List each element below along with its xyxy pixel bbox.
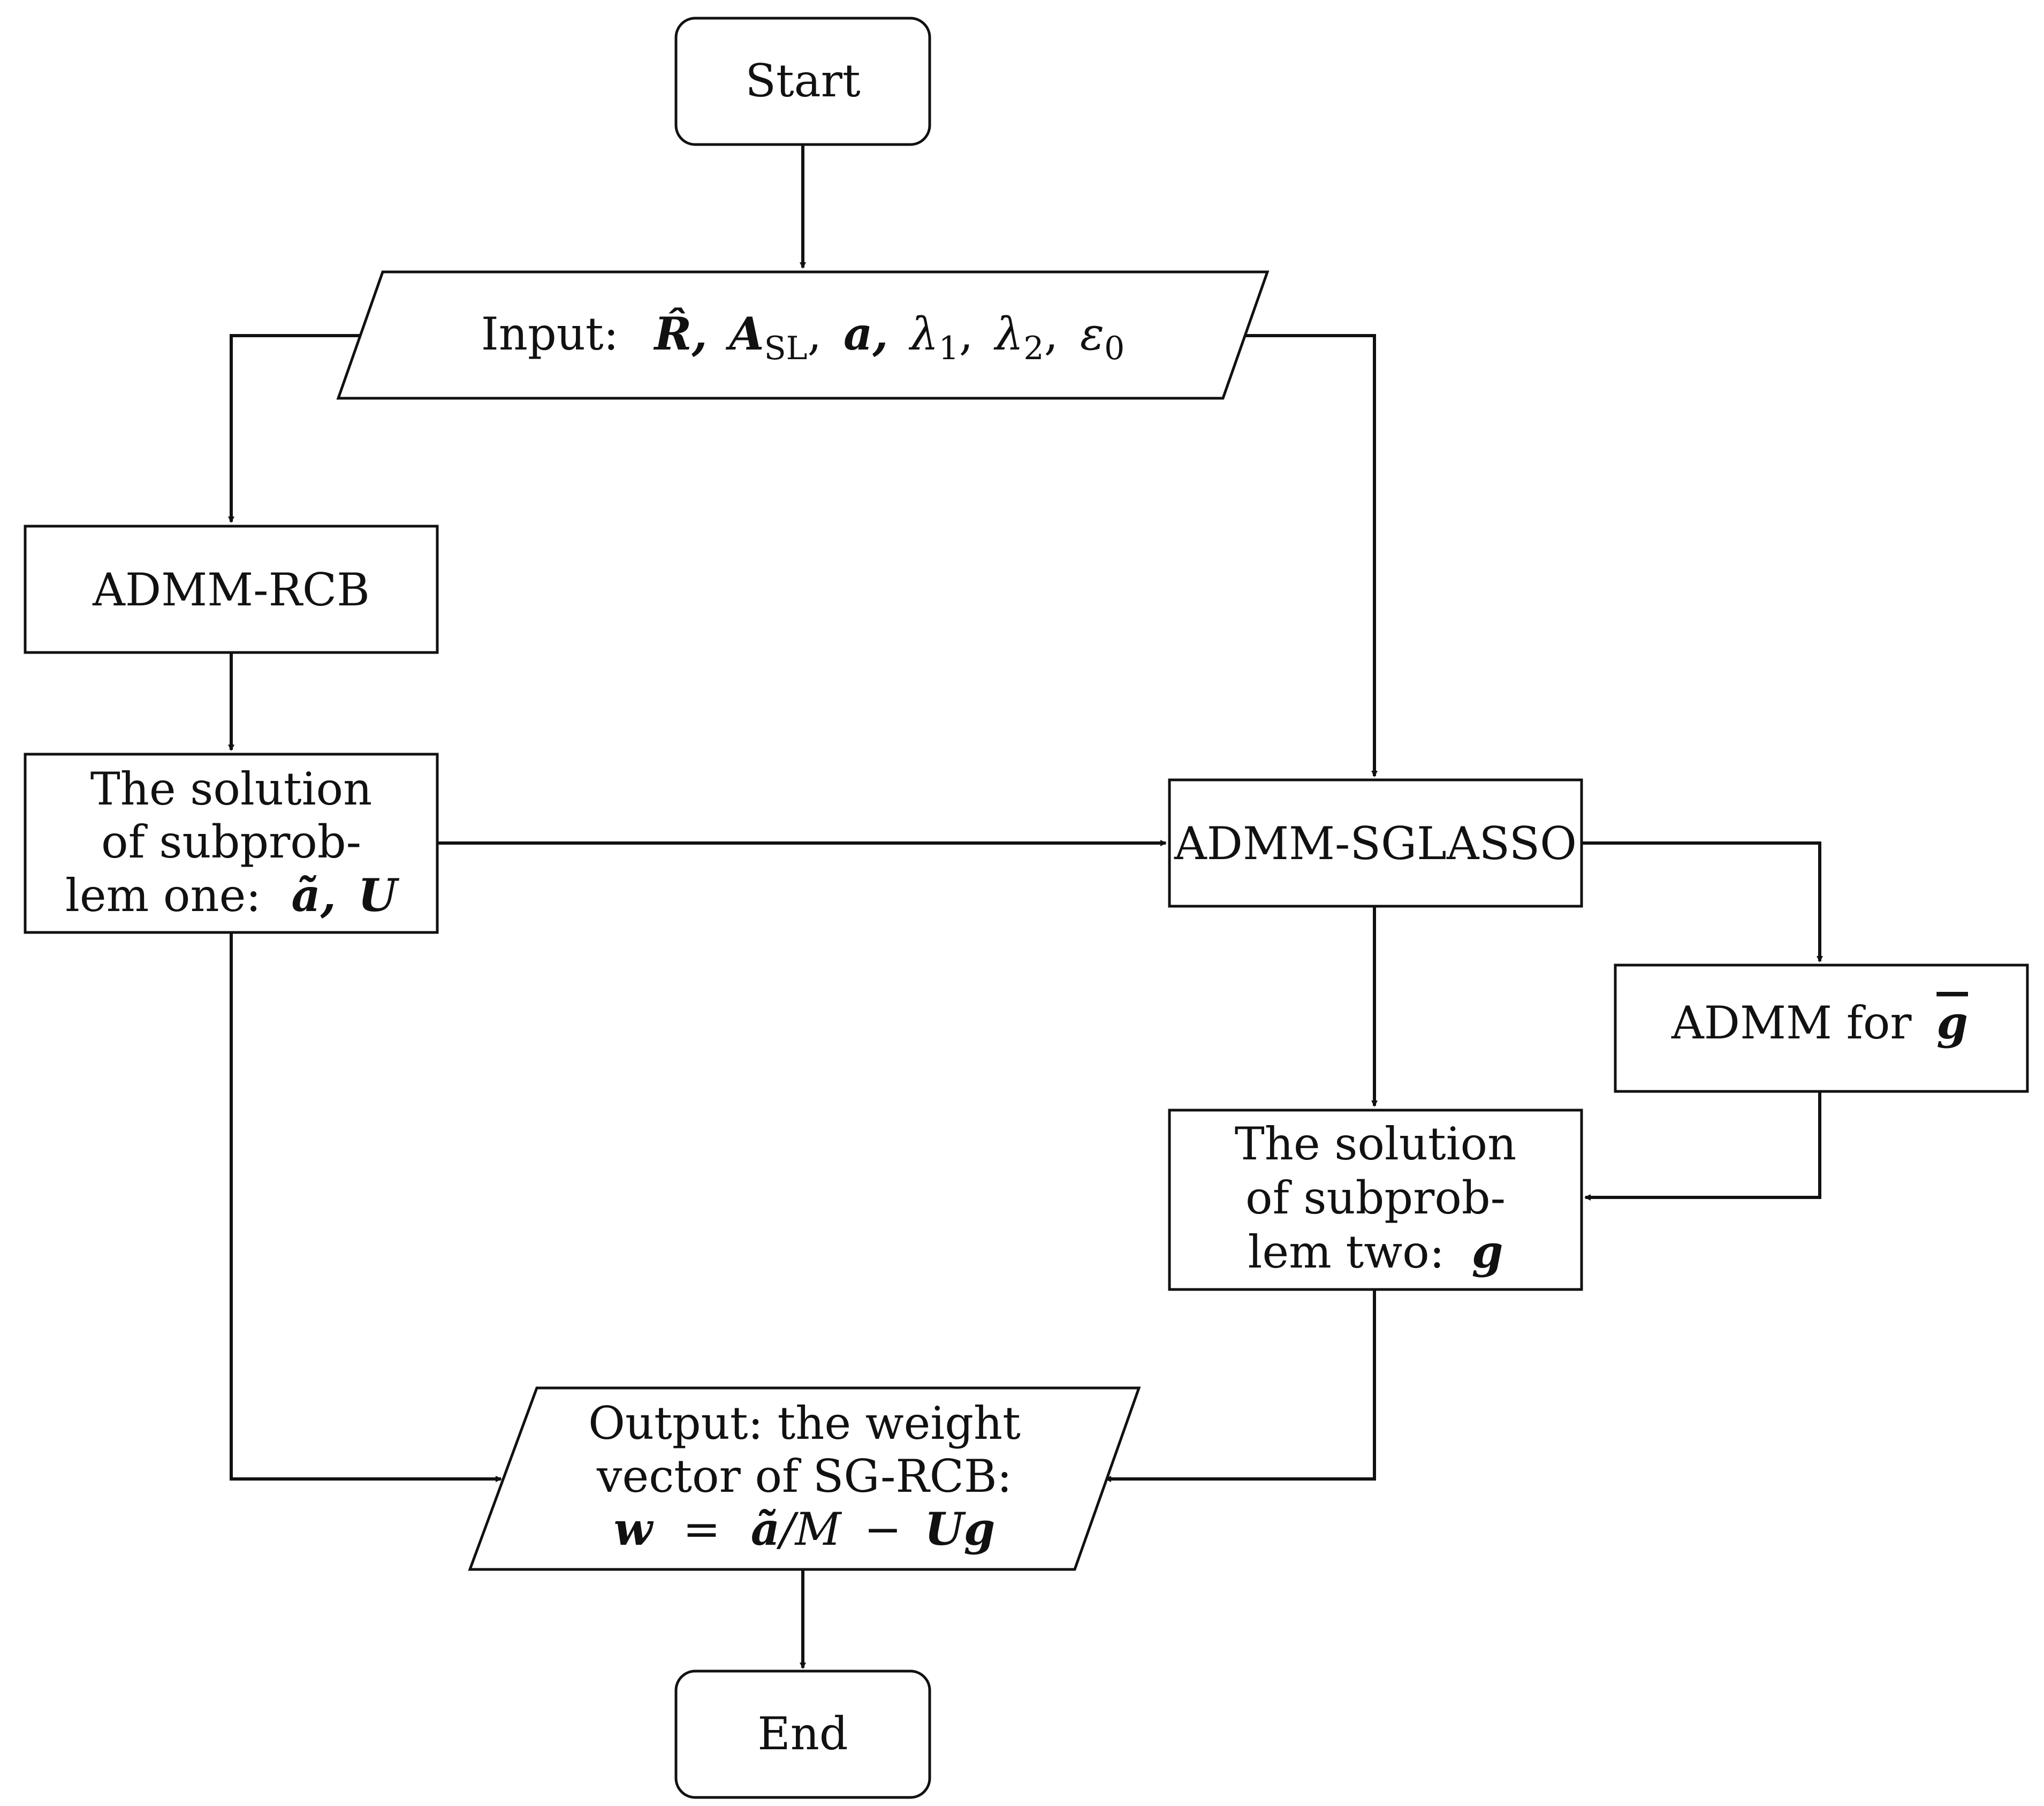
output-ug: Ug [924,1503,995,1555]
edge-input-to-admm-rcb [228,334,360,523]
sub-one-line1: The solution [90,763,372,815]
admm-gbar-node: ADMM for g [1614,963,2029,1093]
input-lambda1: λ [908,308,938,360]
input-a-sl-sub: SL [764,330,808,367]
output-a-tilde: ã [751,1503,780,1555]
sub-two-g: g [1472,1225,1503,1278]
edge-input-to-admm-sglasso [1243,334,1378,777]
input-a-sl: A [725,307,764,360]
end-node: End [674,1670,931,1799]
sub-one-u: U [358,869,400,922]
input-lambda2: λ [993,308,1023,360]
output-line2: vector of SG-RCB: [596,1450,1012,1503]
admm-sglasso-node: ADMM-SGLASSO [1168,778,1583,908]
output-node: Output: the weight vector of SG-RCB: w =… [468,1386,1141,1571]
start-node: Start [674,17,931,146]
edge-sub-two-to-output [1105,1289,1376,1482]
output-formula: w = ã/M − Ug [614,1503,996,1555]
input-eps0: ε [1080,308,1104,360]
admm-sglasso-label: ADMM-SGLASSO [1174,817,1577,870]
sub-one-a-tilde: ã [291,869,320,922]
end-label: End [757,1708,848,1760]
edges [228,145,1823,1669]
output-line1: Output: the weight [588,1397,1021,1450]
edge-admm-sglasso-to-admm-gbar [1583,841,1823,962]
start-label: Start [745,55,861,107]
admm-rcb-node: ADMM-RCB [24,525,439,654]
output-w: w [614,1503,654,1555]
sub-one-line2: of subprob- [101,816,361,868]
sub-two-line1: The solution [1235,1118,1516,1170]
input-label: Input: [481,308,619,360]
input-node: Input: R̂, ASL, a, λ1, λ2, ε0 [336,270,1270,400]
input-text: Input: R̂, ASL, a, λ1, λ2, ε0 [481,307,1125,367]
input-a-vec: a [844,307,872,360]
sub-one-line3: lem one: ã, U [65,869,400,922]
edge-sub-one-to-output [230,932,502,1482]
admm-gbar-text: ADMM for g [1671,996,1968,1049]
admm-gbar-label: ADMM for [1671,997,1912,1049]
admm-gbar-symbol: g [1936,996,1968,1049]
sub-two-node: The solution of subprob- lem two: g [1168,1109,1583,1291]
input-r-hat: R̂ [654,307,692,360]
sub-two-line3: lem two: g [1248,1225,1503,1278]
edge-admm-gbar-to-sub-two [1584,1091,1821,1201]
admm-rcb-label: ADMM-RCB [92,564,370,616]
sub-two-line2: of subprob- [1245,1172,1506,1224]
sub-one-node: The solution of subprob- lem one: ã, U [24,753,439,934]
